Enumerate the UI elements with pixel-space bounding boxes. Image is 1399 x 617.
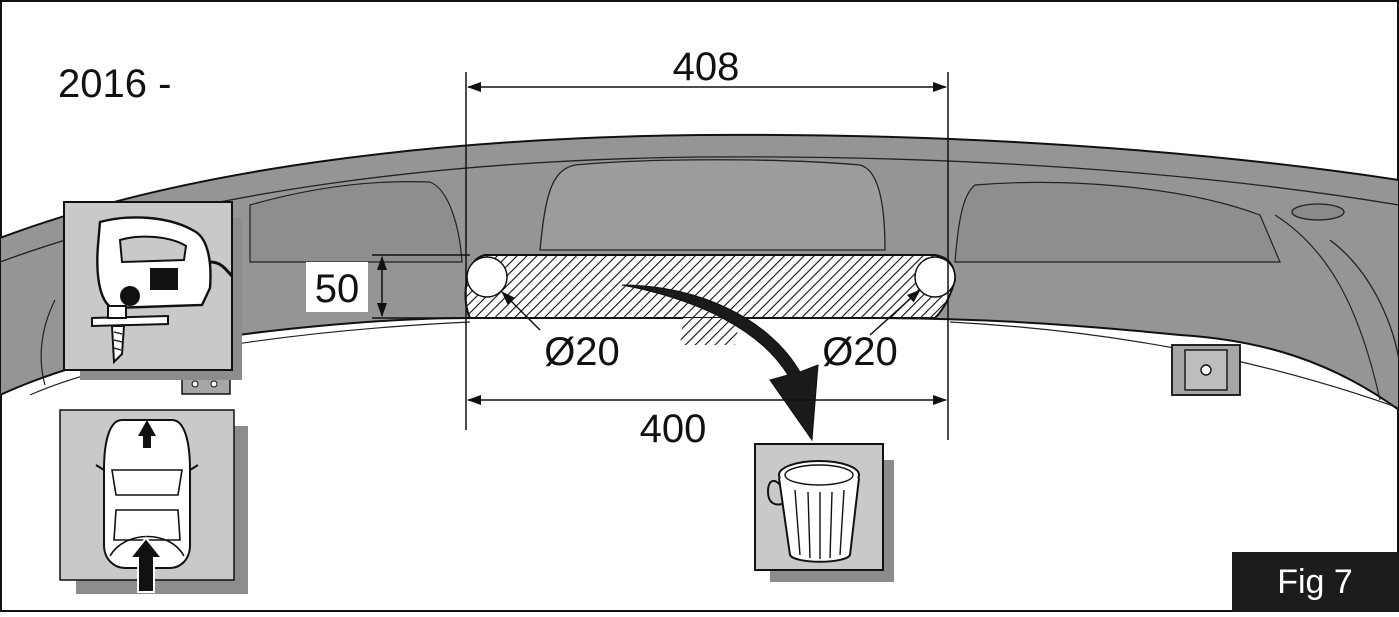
removal-arrow	[621, 284, 819, 442]
hole-right	[914, 256, 956, 298]
year-label: 2016 -	[58, 62, 171, 106]
trash-bin-icon	[766, 460, 860, 563]
mounting-bracket	[1171, 344, 1241, 396]
dimension-lines	[372, 72, 949, 440]
car-tile	[59, 409, 248, 594]
cutout-area	[464, 254, 957, 345]
dim-bottom-width: 400	[640, 407, 707, 451]
dim-height: 50	[315, 267, 360, 311]
hole-left	[466, 256, 508, 298]
fig-label: Fig 7	[1277, 563, 1353, 601]
jigsaw-tile	[63, 201, 242, 380]
car-rear-view-icon	[95, 419, 199, 593]
dim-hole-left: Ø20	[544, 330, 620, 374]
dim-height-box	[306, 262, 368, 312]
jigsaw-icon	[91, 216, 234, 365]
dim-top-width: 408	[673, 45, 740, 89]
fig-label-box	[1232, 552, 1399, 612]
trash-tile	[754, 443, 894, 582]
dim-hole-right: Ø20	[822, 330, 898, 374]
